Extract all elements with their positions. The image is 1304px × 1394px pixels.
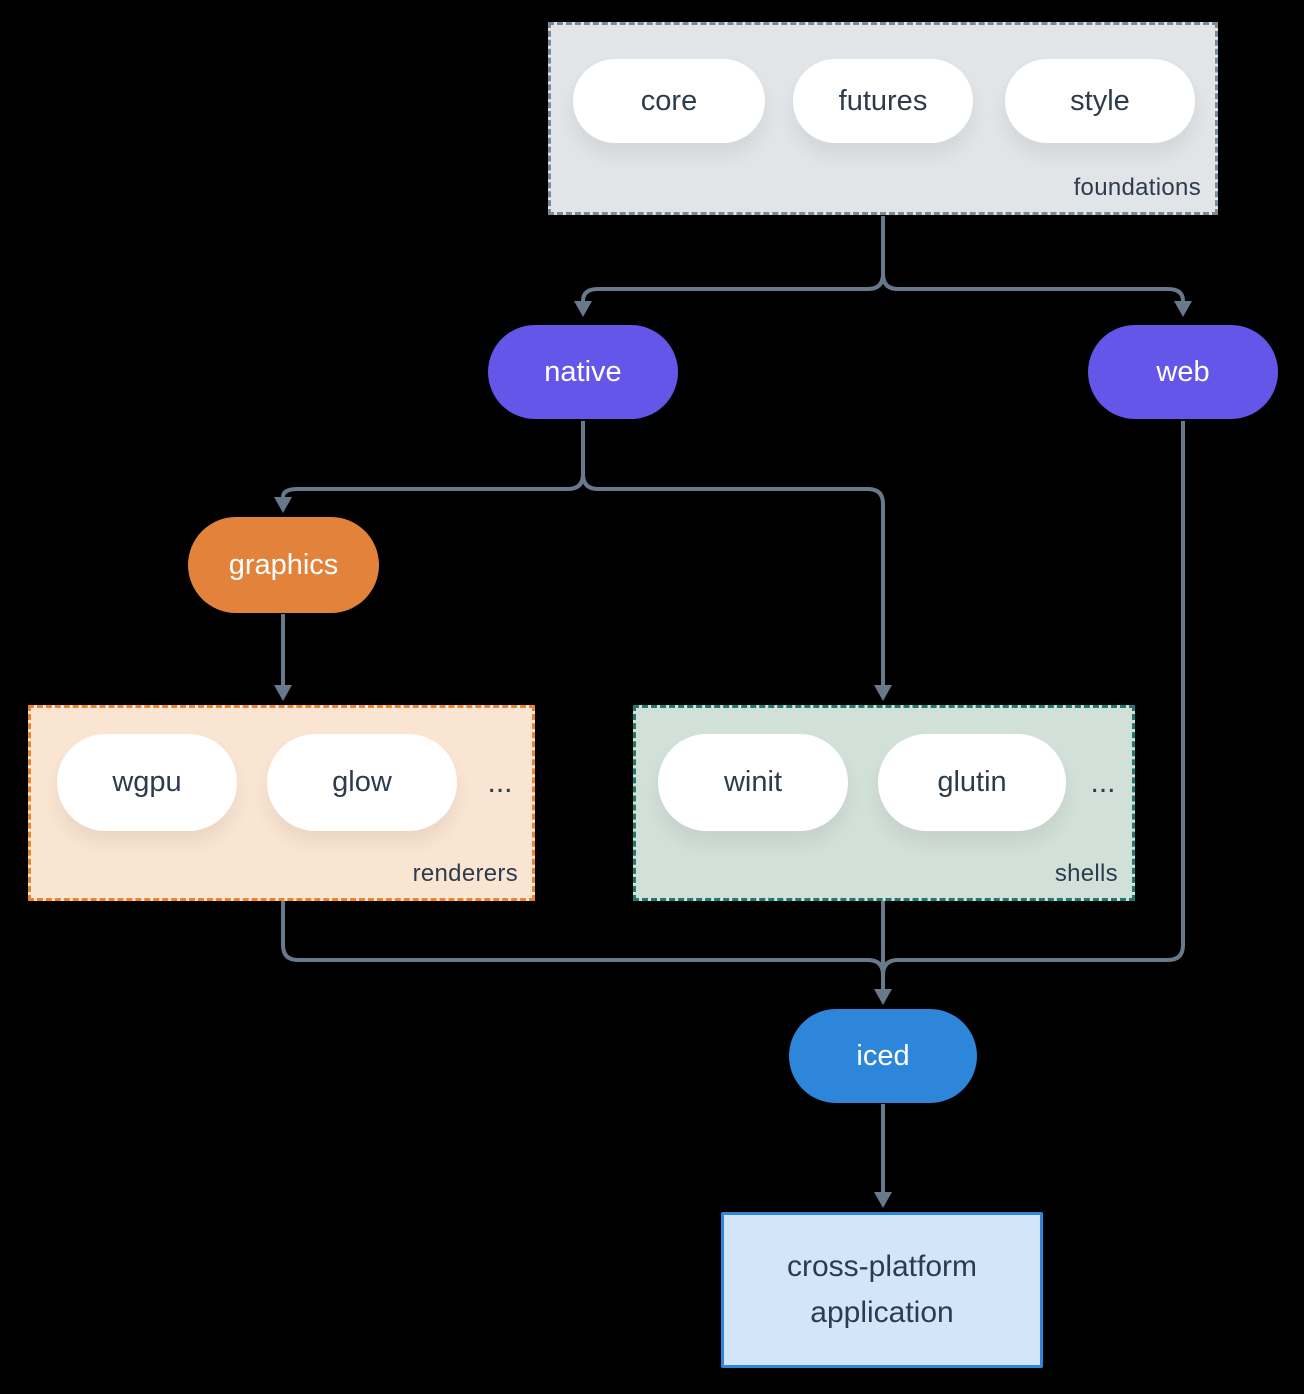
- shells-ellipsis: ...: [1090, 765, 1116, 799]
- pill-winit: winit: [658, 734, 848, 831]
- pill-wgpu: wgpu: [57, 734, 237, 831]
- edge-native-shells: [581, 421, 885, 685]
- node-iced: iced: [789, 1009, 977, 1103]
- renderers-group: wgpu glow ... renderers: [28, 705, 535, 901]
- shells-label: shells: [1054, 860, 1118, 887]
- arrowhead-native: [574, 301, 592, 317]
- pill-glow: glow: [267, 734, 457, 831]
- edge-foundations-native: [581, 216, 885, 302]
- application-box: cross-platform application: [721, 1212, 1043, 1368]
- arrowhead-iced: [874, 989, 892, 1005]
- arrowhead-shells: [874, 685, 892, 701]
- pill-glutin: glutin: [878, 734, 1066, 831]
- node-web: web: [1088, 325, 1278, 419]
- edge-foundations-web: [881, 216, 1185, 302]
- pill-futures: futures: [793, 59, 973, 143]
- arrowhead-graphics: [274, 497, 292, 513]
- arrowhead-renderers: [274, 685, 292, 701]
- edge-native-graphics: [281, 421, 585, 498]
- node-native: native: [488, 325, 678, 419]
- foundations-group: core futures style foundations: [548, 22, 1218, 215]
- arrowhead-application: [874, 1192, 892, 1208]
- node-graphics: graphics: [188, 517, 379, 613]
- renderers-label: renderers: [412, 860, 518, 887]
- edge-renderers-iced: [281, 901, 885, 976]
- arrowhead-web: [1174, 301, 1192, 317]
- foundations-label: foundations: [1073, 174, 1201, 201]
- pill-style: style: [1005, 59, 1195, 143]
- renderers-ellipsis: ...: [487, 765, 513, 799]
- shells-group: winit glutin ... shells: [633, 705, 1135, 901]
- pill-core: core: [573, 59, 765, 143]
